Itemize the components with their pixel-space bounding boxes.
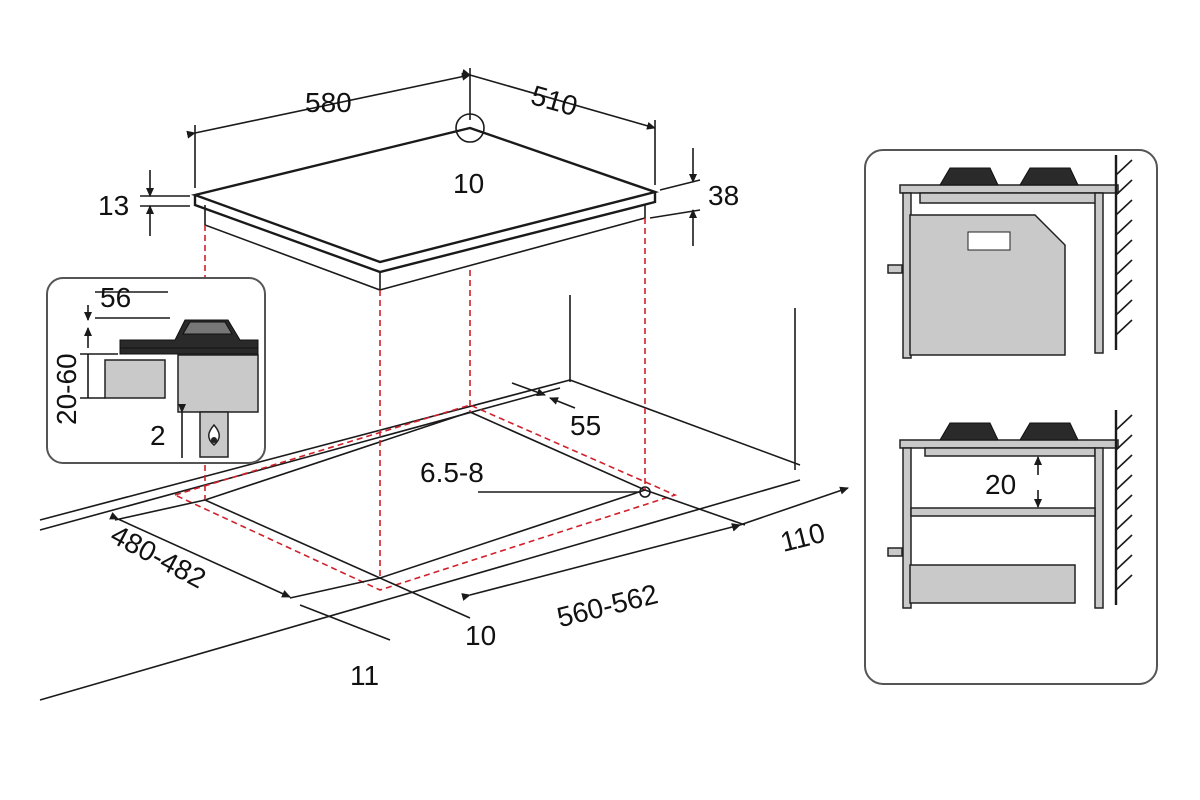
gas-flame-icon <box>208 423 220 446</box>
hob-drawing <box>190 113 660 291</box>
cutout-projection <box>172 218 678 591</box>
dim-cutout-width: 560-562 <box>461 489 746 633</box>
cutout-corner-label: 6.5-8 <box>420 457 484 488</box>
front-offset-label: 10 <box>465 620 496 651</box>
hob-top-surface <box>190 126 660 264</box>
side-offset-label: 110 <box>777 517 828 558</box>
glass-thickness-label: 13 <box>98 190 129 221</box>
dim-cutout-depth: 480-482 <box>106 499 381 599</box>
front-edge-label: 11 <box>350 660 379 691</box>
cutout-depth-label: 480-482 <box>106 519 211 595</box>
oven-configuration <box>887 155 1133 359</box>
drawer-gap-label: 20 <box>985 469 1016 500</box>
worktop-drawing <box>39 295 801 701</box>
inset-top-label: 56 <box>100 282 131 313</box>
inset-gap-label: 2 <box>150 420 166 451</box>
hob-depth-label: 510 <box>528 79 581 122</box>
rear-gap-label: 55 <box>570 410 601 441</box>
total-height-label: 38 <box>708 180 739 211</box>
cutout-width-label: 560-562 <box>554 578 661 633</box>
dim-front-offset: 10 <box>379 577 496 651</box>
hob-width-label: 580 <box>305 87 352 118</box>
inset-right: 20 <box>864 149 1158 685</box>
dim-rear-gap: 55 <box>511 382 601 441</box>
dim-glass-thickness: 13 <box>98 170 190 236</box>
dim-side-offset: 110 <box>731 486 849 558</box>
drawer-configuration: 20 <box>887 410 1133 609</box>
inset-left: 56 20-60 2 <box>46 277 266 464</box>
dim-total-height: 38 <box>649 148 739 246</box>
dim-corner-radius: 6.5-8 <box>420 457 651 498</box>
hob-corner-label: 10 <box>453 168 484 199</box>
dim-front-edge: 11 <box>299 604 391 691</box>
inset-thickness-label: 20-60 <box>51 353 82 425</box>
